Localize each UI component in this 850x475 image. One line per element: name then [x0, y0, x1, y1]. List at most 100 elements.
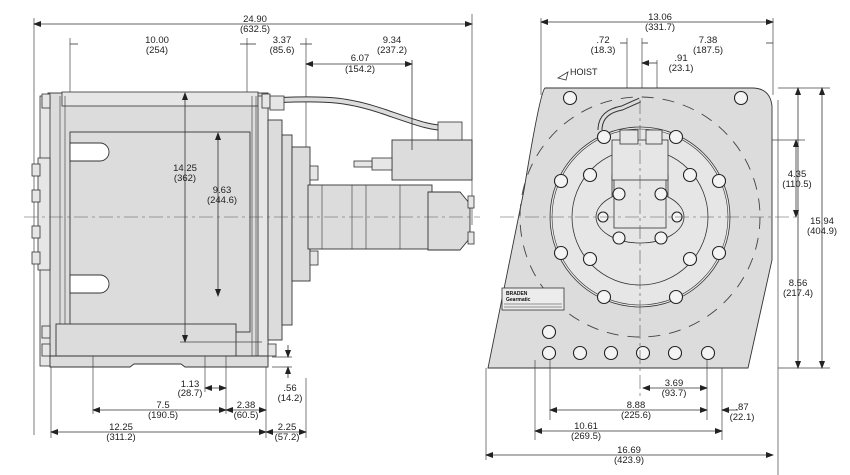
dim-mount-spacing-in: 7.5	[156, 400, 169, 411]
dim-flange-brake-in: 3.37	[273, 35, 292, 46]
base-hole	[635, 345, 651, 361]
dim-hole-edge-in: 2.38	[237, 400, 256, 411]
hoist-arrow-icon	[556, 71, 569, 81]
dim-small-spacing-mm: (28.7)	[178, 388, 203, 399]
ring-bolt	[596, 129, 612, 145]
dim-base-width-in: 16.69	[617, 445, 641, 456]
tie-bar-bolt	[261, 93, 271, 109]
dim-valve-block-mm: (154.2)	[345, 64, 375, 75]
hub-bolt	[31, 163, 41, 177]
ring-bolt	[553, 245, 569, 261]
side-view: 24.90 (632.5) 10.00 (254) 3.37 (85.6) 9.…	[24, 14, 480, 443]
end-cap-bolt	[467, 195, 475, 209]
nameplate: BRADEN Gearmatic	[501, 287, 565, 311]
nameplate-brand: BRADEN	[506, 291, 528, 297]
dim-base-height-in: .56	[283, 383, 296, 394]
dim-overall-length-mm: (632.5)	[240, 24, 270, 35]
dim-overall-length-in: 24.90	[243, 14, 267, 25]
base-hole	[700, 345, 716, 361]
dim-base-length-mm: (311.2)	[106, 432, 135, 443]
dim-flange-dia-mm: (362)	[174, 173, 196, 184]
hub-bolt	[31, 189, 41, 203]
dim-drum-width-in: 10.00	[145, 35, 169, 46]
brake-bolt	[309, 165, 319, 181]
drum-barrel	[69, 131, 251, 333]
corner-hole	[562, 90, 578, 106]
base-hole	[541, 345, 557, 361]
dim-mount-span-in: 8.88	[627, 400, 646, 411]
base-hole	[603, 345, 619, 361]
dim-overall-width-in: 13.06	[648, 12, 672, 23]
ring-bolt	[596, 289, 612, 305]
elbow-fitting	[269, 95, 285, 111]
dim-drum-dia-mm: (244.6)	[207, 195, 237, 206]
hose-fitting	[437, 121, 463, 141]
dim-base-span-mm: (269.5)	[571, 431, 601, 442]
right-flange	[257, 95, 269, 367]
dim-hole-edge-mm: (22.1)	[730, 412, 755, 423]
motor-bolt	[654, 187, 668, 201]
dim-valve-block-in: 6.07	[351, 53, 370, 64]
brake-bolt	[309, 250, 319, 266]
dim-drum-width-mm: (254)	[146, 45, 168, 56]
dim-top-center-in: 4.35	[788, 169, 807, 180]
base-hole	[667, 345, 683, 361]
motor-bolt	[654, 231, 668, 245]
dim-port-b-mm: (23.1)	[669, 63, 694, 74]
dim-port-edge-mm: (187.5)	[693, 45, 723, 56]
dim-port-a-in: .72	[596, 35, 609, 46]
valve-cartridge-stem	[353, 160, 373, 168]
dim-port-b-in: .91	[674, 53, 687, 64]
hub-bolt	[31, 251, 41, 265]
dim-hole-center-in: 3.69	[665, 378, 684, 389]
ring-bolt	[682, 251, 698, 267]
valve-port	[645, 129, 663, 145]
brake-housing	[281, 134, 293, 326]
motor-bolt	[612, 187, 626, 201]
dim-brake-motor-mm: (237.2)	[377, 45, 407, 56]
base-hole	[572, 345, 588, 361]
dim-overall-width-mm: (331.7)	[645, 22, 675, 33]
dim-overall-height-mm: (404.9)	[807, 226, 837, 237]
valve-port	[619, 129, 639, 145]
dim-base-length-in: 12.25	[109, 422, 133, 433]
dim-base-width-mm: (423.9)	[614, 455, 644, 466]
dim-hole-edge-in: .87	[735, 402, 748, 413]
dim-flange-dia-in: 14.25	[173, 163, 197, 174]
nameplate-model: Gearmatic	[506, 297, 531, 303]
base-hole	[541, 324, 557, 340]
dim-port-edge-in: 7.38	[699, 35, 718, 46]
dim-overall-height-in: 15.94	[810, 216, 834, 227]
ring-bolt	[711, 173, 727, 189]
dim-center-base-in: 8.56	[789, 278, 808, 289]
gear-housing	[267, 119, 283, 341]
dim-mount-spacing-mm: (190.5)	[148, 410, 178, 421]
dim-small-spacing-in: 1.13	[181, 379, 200, 390]
dim-top-center-mm: (110.5)	[782, 179, 811, 190]
base-bolt	[41, 325, 51, 339]
end-cap-bolt	[467, 231, 475, 245]
dim-base-height-mm: (14.2)	[278, 393, 303, 404]
ring-bolt	[668, 289, 684, 305]
ring-bolt	[553, 173, 569, 189]
dim-drum-dia-in: 9.63	[213, 185, 232, 196]
ring-bolt	[668, 129, 684, 145]
dim-base-span-in: 10.61	[574, 421, 598, 432]
dim-mount-span-mm: (225.6)	[621, 410, 651, 421]
dim-hole-center-mm: (93.7)	[662, 388, 687, 399]
ring-bolt	[711, 245, 727, 261]
drum-slot-upper	[69, 142, 110, 162]
base-bolt	[41, 343, 51, 357]
dim-overhang-mm: (57.2)	[275, 432, 300, 443]
ring-bolt	[582, 167, 598, 183]
motor-end-cap	[427, 191, 471, 251]
base-mount-holes	[541, 324, 716, 361]
dim-center-base-mm: (217.4)	[783, 288, 813, 299]
ring-bolt	[582, 251, 598, 267]
corner-hole	[733, 90, 749, 106]
dim-port-a-mm: (18.3)	[591, 45, 616, 56]
top-tie-bar	[61, 91, 259, 107]
hose-end-view-fill	[598, 98, 641, 131]
drum-slot-lower	[69, 274, 110, 294]
